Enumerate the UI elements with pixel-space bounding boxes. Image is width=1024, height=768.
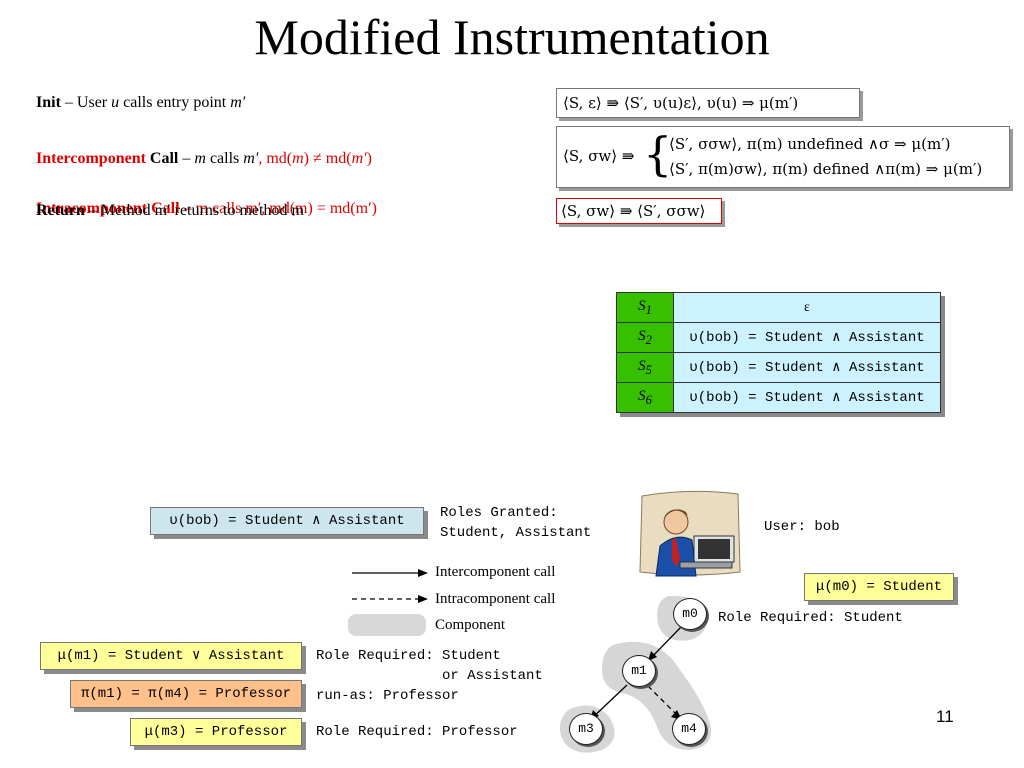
brace-icon: { (643, 127, 673, 181)
rule-inter-cond-m: m (292, 150, 304, 167)
state-key: S5 (616, 352, 674, 383)
rule-inter-cond: , md( (258, 150, 293, 167)
table-row: S6 υ(bob) = Student ∧ Assistant (616, 382, 941, 413)
rule-inter-calls: calls (205, 150, 244, 167)
legend-intra-label: Intracomponent call (435, 591, 556, 607)
formula-inter-lhs: ⟨S, σw⟩ ⇛ (563, 147, 635, 165)
mu-m0-chip: μ(m0) = Student (804, 573, 954, 601)
rule-return-text: – Method m′ returns to method m (88, 202, 304, 219)
state-key: S1 (616, 292, 674, 323)
state-key: S2 (616, 322, 674, 353)
rule-init-user: u (111, 94, 120, 111)
table-row: S5 υ(bob) = Student ∧ Assistant (616, 352, 941, 383)
user-clipart-icon (639, 490, 741, 577)
table-row: S1 ε (616, 292, 941, 323)
node-m1: m1 (622, 655, 656, 687)
state-value: υ(bob) = Student ∧ Assistant (673, 352, 941, 383)
rule-inter-call: Call (149, 150, 179, 167)
state-value: ε (673, 292, 941, 323)
rule-intra-text: – m calls m′, md(m) = md(m′) (183, 200, 377, 217)
formula-inter-case1: ⟨S′, σσw⟩, π(m) undefined ∧σ ⇒ μ(m′) (669, 135, 951, 153)
run-as-label: run-as: Professor (316, 688, 459, 704)
upsilon-chip: υ(bob) = Student ∧ Assistant (150, 507, 424, 535)
state-value: υ(bob) = Student ∧ Assistant (673, 322, 941, 353)
rule-inter-cond-m2: m′ (351, 150, 367, 167)
mu-m3-chip: μ(m3) = Professor (130, 718, 302, 746)
rule-inter-name: Intercomponent (36, 150, 146, 167)
formula-inter-case2: ⟨S′, π(m)σw⟩, π(m) defined ∧π(m) ⇒ μ(m′) (669, 160, 983, 178)
slide-number: 11 (936, 707, 954, 726)
rule-intra-name: Intracomponent Call (36, 200, 180, 217)
node-m0: m0 (673, 598, 707, 630)
legend-inter-label: Intercomponent call (435, 564, 556, 580)
formula-intercomponent: ⟨S, σw⟩ ⇛ { ⟨S′, σσw⟩, π(m) undefined ∧σ… (556, 126, 1010, 188)
state-table: S1 ε S2 υ(bob) = Student ∧ Assistant S5 … (616, 292, 941, 413)
user-label: User: bob (764, 519, 840, 535)
state-value: υ(bob) = Student ∧ Assistant (673, 382, 941, 413)
role-required-m0: Role Required: Student (718, 610, 903, 626)
rule-inter-dash: – (178, 150, 195, 167)
legend-shapes (348, 569, 428, 636)
rule-intercomponent: Intercomponent Call – m calls m′, md(m) … (36, 150, 372, 168)
rule-inter-cond-mid: ) ≠ md( (303, 150, 352, 167)
rule-return-name: Return (36, 202, 85, 219)
legend-component-label: Component (435, 617, 505, 633)
rule-intracomponent: Intracomponent Call – m calls m′, md(m) … (36, 200, 377, 218)
rule-inter-caller: m (194, 150, 206, 167)
rule-init: Init – User u calls entry point m′ (36, 94, 245, 112)
rule-init-text: – User (64, 94, 112, 111)
rule-inter-callee: m′ (243, 150, 259, 167)
formula-init: ⟨S, ε⟩ ⇛ ⟨S′, υ(u)ε⟩, υ(u) ⇒ μ(m′) (556, 88, 860, 118)
rule-init-method: m′ (230, 94, 246, 111)
state-key: S6 (616, 382, 674, 413)
rule-inter-cond-end: ) (366, 150, 372, 167)
node-m4: m4 (672, 713, 706, 745)
rule-init-text2: calls entry point (119, 94, 231, 111)
table-row: S2 υ(bob) = Student ∧ Assistant (616, 322, 941, 353)
roles-granted-label: Roles Granted: Student, Assistant (440, 505, 592, 541)
node-m3: m3 (569, 713, 603, 745)
pi-chip: π(m1) = π(m4) = Professor (70, 680, 302, 708)
rule-init-name: Init (36, 94, 61, 111)
formula-intracomponent: ⟨S, σw⟩ ⇛ ⟨S′, σσw⟩ (556, 198, 722, 224)
mu-m1-chip: μ(m1) = Student ∨ Assistant (40, 642, 302, 670)
page-title: Modified Instrumentation (254, 9, 770, 65)
role-required-m1: Role Required: Student or Assistant (316, 648, 543, 684)
role-required-m3: Role Required: Professor (316, 724, 518, 740)
rule-return: Return – Method m′ returns to method m (36, 202, 304, 220)
